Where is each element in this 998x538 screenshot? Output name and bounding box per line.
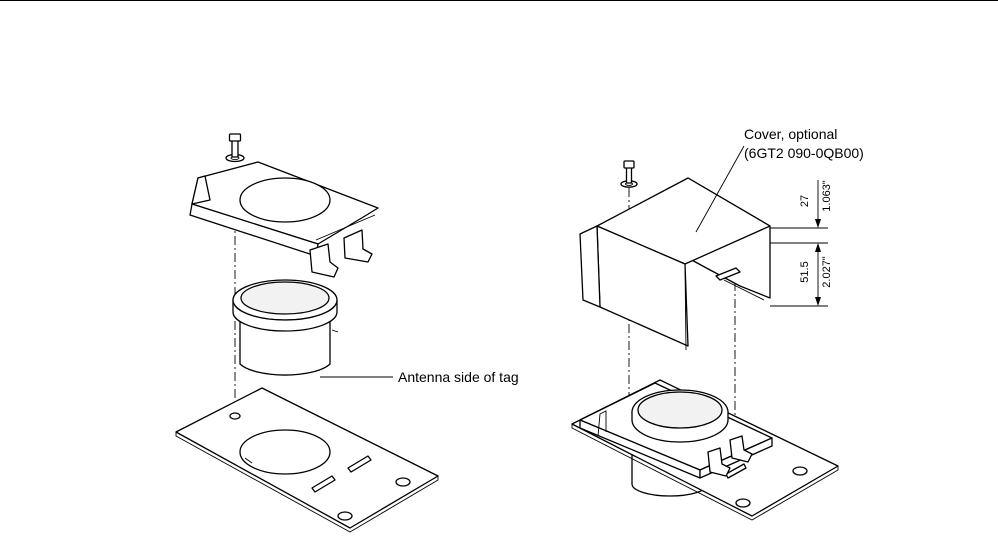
cover-label-line2: (6GT2 090-0QB00): [744, 145, 864, 161]
left-bracket: [190, 162, 378, 277]
antenna-tag: [233, 280, 338, 375]
left-assembly: Antenna side of tag: [176, 134, 519, 532]
left-screw: [226, 134, 244, 162]
dim-bottom-in: 2.027": [821, 256, 833, 288]
dim-bottom-mm: 51.5: [799, 261, 811, 282]
cover-label-line1: Cover, optional: [744, 126, 837, 142]
right-assembly: Cover, optional (6GT2 090-0QB00) 27 1.06…: [572, 126, 864, 520]
antenna-side-label: Antenna side of tag: [398, 369, 519, 385]
left-base-plate: [176, 388, 438, 532]
cover: [580, 178, 770, 350]
dim-top-mm: 27: [799, 195, 811, 207]
right-screw: [621, 161, 637, 187]
dim-top-in: 1.063": [821, 180, 833, 212]
